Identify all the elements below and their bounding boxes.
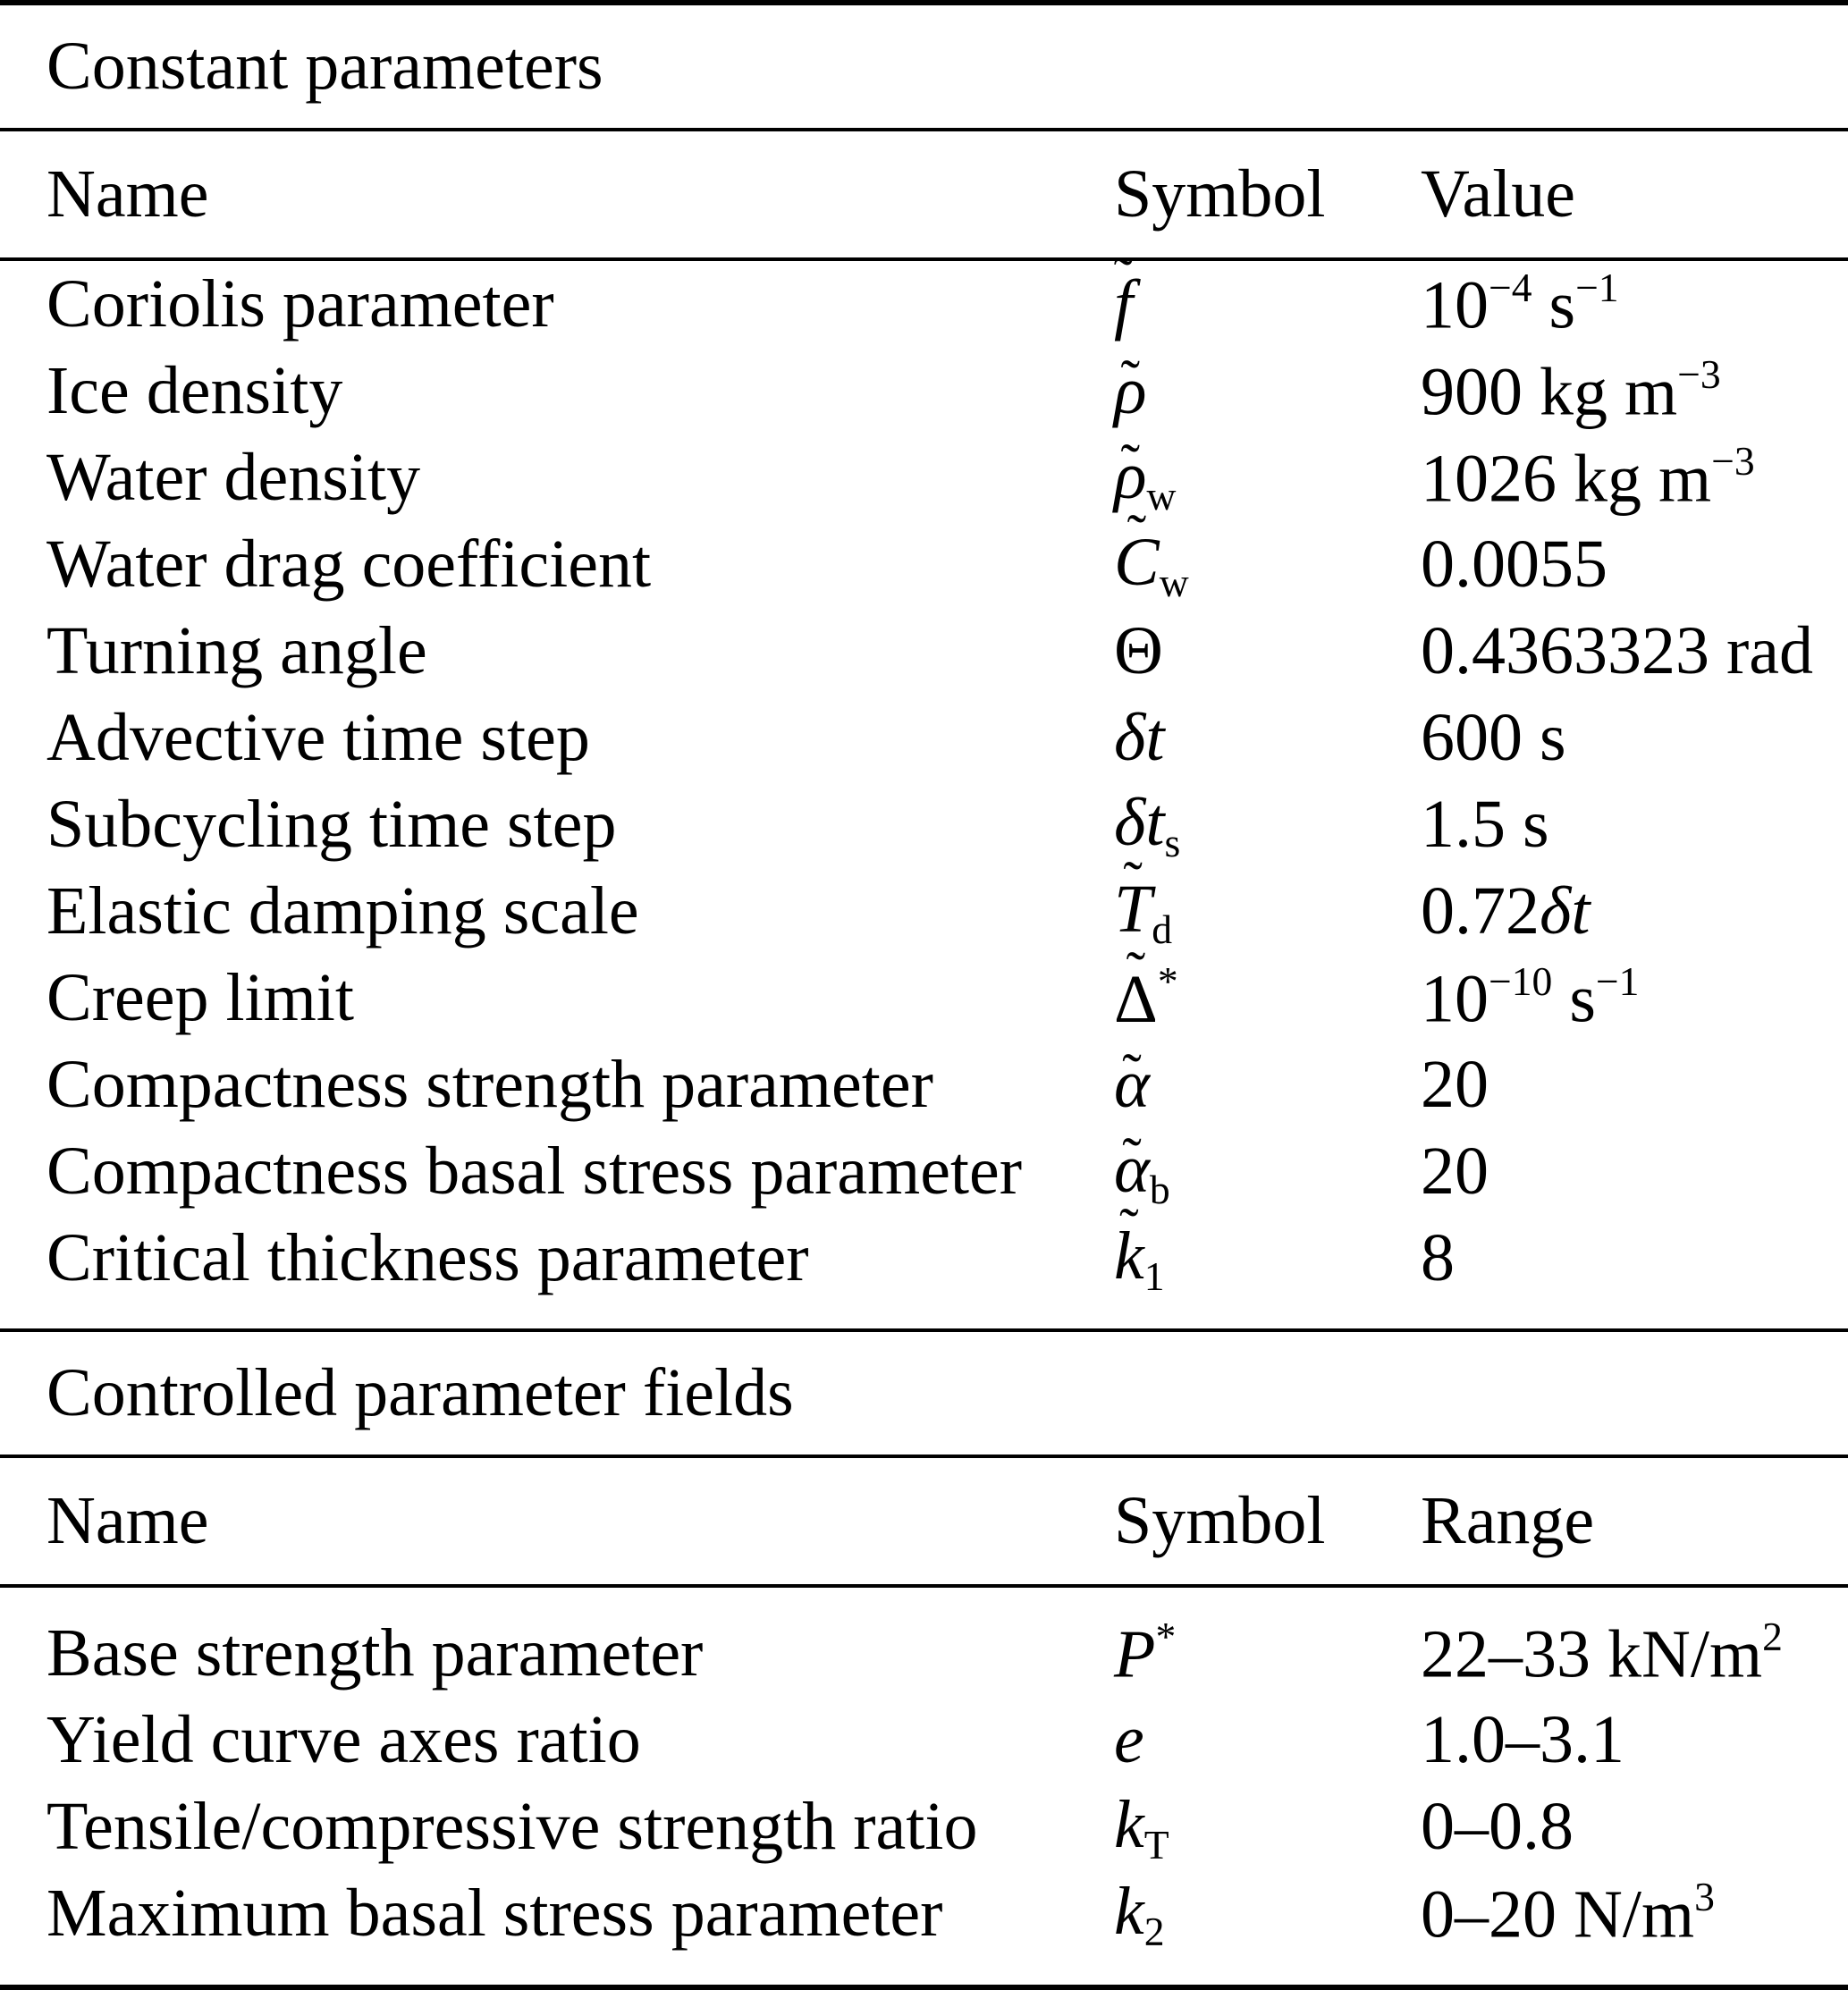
param-symbol: kT xyxy=(1114,1786,1169,1868)
param-symbol: C˜w xyxy=(1114,502,1189,605)
param-value: 600 s xyxy=(1421,700,1566,775)
param-symbol: α˜ xyxy=(1114,1041,1150,1122)
param-value: 0.72δt xyxy=(1421,873,1591,949)
table-row: Creep limit Δ˜* 10−10 s−1 xyxy=(0,940,1848,1041)
table-row: Advective time step δt 600 s xyxy=(0,695,1848,781)
param-symbol: ρ˜w xyxy=(1114,432,1177,519)
section-title: Controlled parameter fields xyxy=(46,1355,794,1430)
param-name: Base strength parameter xyxy=(46,1615,704,1691)
param-symbol: T˜d xyxy=(1114,849,1173,952)
param-value: 0–0.8 xyxy=(1421,1789,1574,1864)
param-name: Turning angle xyxy=(46,613,427,688)
column-header-symbol: Symbol xyxy=(1114,156,1326,232)
section-constant-parameters: Constant parameters Name Symbol Value Co… xyxy=(0,5,1848,1328)
param-symbol: k2 xyxy=(1114,1873,1165,1954)
param-value: 8 xyxy=(1421,1220,1455,1295)
horizontal-rule xyxy=(0,1455,1848,1458)
table-row: Water drag coefficient C˜w 0.0055 xyxy=(0,502,1848,608)
param-value: 20 xyxy=(1421,1047,1489,1122)
table-row: Water density ρ˜w 1026 kg m−3 xyxy=(0,434,1848,521)
param-value: 1.5 s xyxy=(1421,787,1549,862)
table-row: Compactness strength parameter α˜ 20 xyxy=(0,1041,1848,1128)
spacer xyxy=(0,1588,1848,1610)
table-row: Critical thickness parameter k˜1 8 xyxy=(0,1196,1848,1302)
table-row: Subcycling time step δts 1.5 s xyxy=(0,781,1848,868)
table-row: Tensile/compressive strength ratio kT 0–0.… xyxy=(0,1783,1848,1870)
table-row: Base strength parameter P* 22–33 kN/m2 xyxy=(0,1610,1848,1697)
column-header-range: Range xyxy=(1421,1483,1595,1558)
param-name: Creep limit xyxy=(46,960,355,1035)
spacer xyxy=(0,1957,1848,1985)
table-row: Turning angle Θ 0.4363323 rad xyxy=(0,608,1848,695)
horizontal-rule xyxy=(0,128,1848,131)
table-row: Ice density ρ˜ 900 kg m−3 xyxy=(0,348,1848,434)
param-symbol: δt xyxy=(1114,700,1165,775)
param-symbol: Θ xyxy=(1114,613,1163,688)
param-value: 0–20 N/m3 xyxy=(1421,1874,1715,1952)
param-value: 20 xyxy=(1421,1134,1489,1209)
param-value: 0.4363323 rad xyxy=(1421,613,1814,688)
column-header-name: Name xyxy=(46,156,209,232)
param-name: Compactness basal stress parameter xyxy=(46,1134,1023,1209)
section-title: Constant parameters xyxy=(46,29,603,104)
param-symbol: P* xyxy=(1114,1614,1177,1692)
table-row: Elastic damping scale T˜d 0.72δt xyxy=(0,849,1848,955)
param-name: Tensile/compressive strength ratio xyxy=(46,1789,978,1864)
param-name: Compactness strength parameter xyxy=(46,1047,933,1122)
param-name: Ice density xyxy=(46,353,343,428)
param-value: 10−10 s−1 xyxy=(1421,958,1640,1037)
param-symbol: e xyxy=(1114,1702,1144,1777)
param-symbol: δts xyxy=(1114,784,1181,865)
param-name: Maximum basal stress parameter xyxy=(46,1876,943,1951)
section-title-row: Constant parameters xyxy=(0,5,1848,128)
table-row: Yield curve axes ratio e 1.0–3.1 xyxy=(0,1697,1848,1783)
column-header-name: Name xyxy=(46,1483,209,1558)
param-symbol: ρ˜ xyxy=(1114,347,1147,428)
section-controlled-parameter-fields: Controlled parameter fields Name Symbol … xyxy=(0,1332,1848,1985)
horizontal-rule xyxy=(0,1584,1848,1588)
column-header-symbol: Symbol xyxy=(1114,1483,1326,1558)
param-value: 10−4 s−1 xyxy=(1421,265,1619,343)
param-value: 0.0055 xyxy=(1421,527,1608,602)
param-name: Elastic damping scale xyxy=(46,873,639,949)
param-name: Coriolis parameter xyxy=(46,266,554,342)
table-row: Maximum basal stress parameter k2 0–20 N/m… xyxy=(0,1870,1848,1957)
bottom-rule xyxy=(0,1985,1848,1990)
param-symbol: k˜1 xyxy=(1114,1196,1165,1299)
param-symbol: Δ˜* xyxy=(1114,940,1178,1037)
table-row: Coriolis parameter f˜ 10−4 s−1 xyxy=(0,244,1848,348)
param-name: Water drag coefficient xyxy=(46,527,652,602)
table-row: Compactness basal stress parameter α˜b 20 xyxy=(0,1128,1848,1215)
param-name: Water density xyxy=(46,440,421,515)
top-rule xyxy=(0,0,1848,5)
header-row: Name Symbol Range xyxy=(0,1458,1848,1584)
param-name: Critical thickness parameter xyxy=(46,1220,809,1295)
param-name: Yield curve axes ratio xyxy=(46,1702,641,1777)
param-value: 900 kg m−3 xyxy=(1421,351,1721,430)
horizontal-rule xyxy=(0,1328,1848,1332)
param-symbol: α˜b xyxy=(1114,1126,1170,1212)
param-value: 1.0–3.1 xyxy=(1421,1702,1624,1777)
section-title-row: Controlled parameter fields xyxy=(0,1332,1848,1455)
spacer xyxy=(0,1302,1848,1328)
param-symbol: f˜ xyxy=(1113,244,1134,342)
param-value: 22–33 kN/m2 xyxy=(1421,1614,1783,1692)
horizontal-rule xyxy=(0,257,1848,261)
param-value: 1026 kg m−3 xyxy=(1421,438,1755,517)
header-row: Name Symbol Value xyxy=(0,131,1848,257)
param-name: Advective time step xyxy=(46,700,590,775)
param-name: Subcycling time step xyxy=(46,787,617,862)
column-header-value: Value xyxy=(1421,156,1576,232)
